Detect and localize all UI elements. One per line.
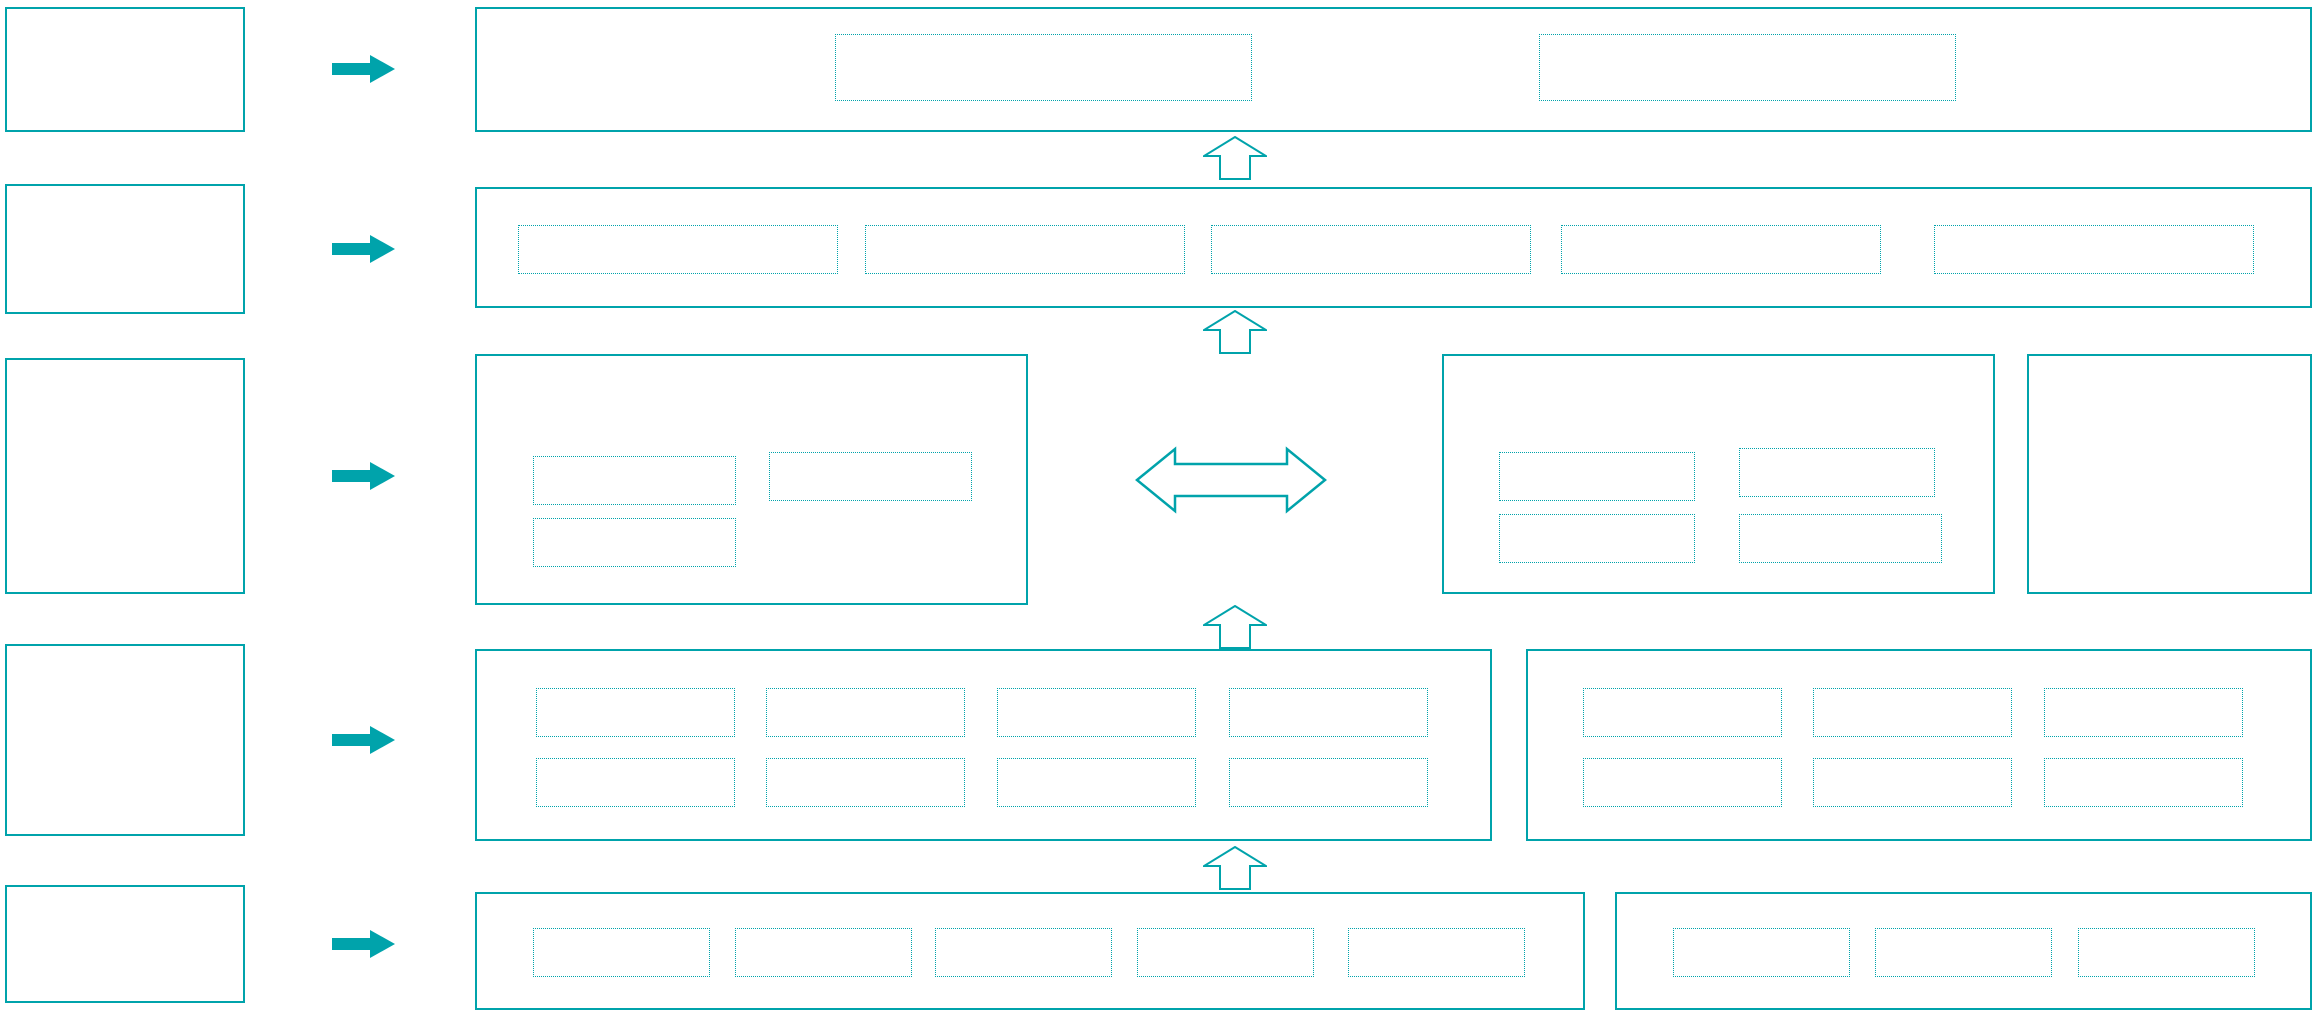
placeholder-box xyxy=(766,688,965,737)
placeholder-box xyxy=(1561,225,1881,274)
placeholder-box xyxy=(2044,758,2243,807)
layer-2-label-box xyxy=(5,184,245,314)
layer-5-left-panel xyxy=(475,892,1585,1010)
placeholder-box xyxy=(1739,514,1942,563)
right-arrow-icon xyxy=(332,726,395,754)
placeholder-box xyxy=(1934,225,2254,274)
right-arrow-icon xyxy=(332,235,395,263)
right-arrow-icon xyxy=(332,55,395,83)
up-arrow-icon xyxy=(1203,605,1267,649)
placeholder-box xyxy=(518,225,838,274)
layer-2-panel xyxy=(475,187,2312,308)
placeholder-box xyxy=(1499,514,1695,563)
right-arrow-icon xyxy=(332,462,395,490)
placeholder-box xyxy=(536,688,735,737)
placeholder-box xyxy=(533,456,736,505)
placeholder-box xyxy=(1229,688,1428,737)
placeholder-box xyxy=(1137,928,1314,977)
placeholder-box xyxy=(1583,688,1782,737)
layer-1-label-box xyxy=(5,7,245,132)
layer-4-left-panel xyxy=(475,649,1492,841)
placeholder-box xyxy=(1813,688,2012,737)
placeholder-box xyxy=(1583,758,1782,807)
layer-4-right-panel xyxy=(1526,649,2312,841)
right-arrow-icon xyxy=(332,930,395,958)
placeholder-box xyxy=(533,928,710,977)
placeholder-box xyxy=(536,758,735,807)
double-arrow-icon xyxy=(1135,446,1327,514)
placeholder-box xyxy=(935,928,1112,977)
placeholder-box xyxy=(1499,452,1695,501)
placeholder-box xyxy=(1211,225,1531,274)
placeholder-box xyxy=(1739,448,1935,497)
placeholder-box xyxy=(835,34,1252,101)
placeholder-box xyxy=(865,225,1185,274)
layer-5-right-panel xyxy=(1615,892,2312,1010)
placeholder-box xyxy=(1539,34,1956,101)
placeholder-box xyxy=(1229,758,1428,807)
layer-3-right-panel xyxy=(1442,354,1995,594)
up-arrow-icon xyxy=(1203,136,1267,180)
placeholder-box xyxy=(735,928,912,977)
layer-3-left-panel xyxy=(475,354,1028,605)
layer-5-label-box xyxy=(5,885,245,1003)
placeholder-box xyxy=(766,758,965,807)
up-arrow-icon xyxy=(1203,310,1267,354)
up-arrow-icon xyxy=(1203,846,1267,890)
placeholder-box xyxy=(1673,928,1850,977)
placeholder-box xyxy=(2078,928,2255,977)
placeholder-box xyxy=(2044,688,2243,737)
placeholder-box xyxy=(769,452,972,501)
placeholder-box xyxy=(1813,758,2012,807)
placeholder-box xyxy=(997,688,1196,737)
placeholder-box xyxy=(533,518,736,567)
placeholder-box xyxy=(1348,928,1525,977)
placeholder-box xyxy=(1875,928,2052,977)
layer-3-side-panel xyxy=(2027,354,2312,594)
layer-4-label-box xyxy=(5,644,245,836)
layer-3-label-box xyxy=(5,358,245,594)
layer-1-panel xyxy=(475,7,2312,132)
placeholder-box xyxy=(997,758,1196,807)
